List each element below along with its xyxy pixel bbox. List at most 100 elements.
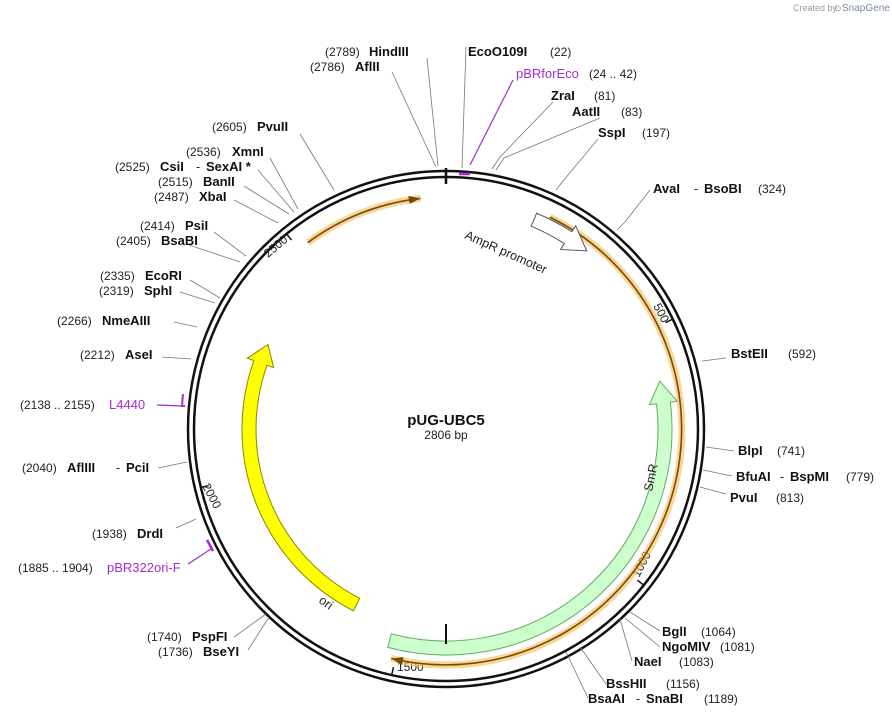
- site-separator: -: [694, 182, 698, 196]
- leader-bsaai: [565, 651, 589, 699]
- site-naei-name[interactable]: NaeI: [634, 654, 661, 669]
- leader-pbr322ori: [187, 548, 212, 565]
- primer-pbr322ori-mark[interactable]: [205, 539, 215, 552]
- leader-banii: [243, 185, 290, 215]
- site-asei-name[interactable]: AseI: [125, 347, 152, 362]
- site-bsshii-name[interactable]: BssHII: [606, 676, 646, 691]
- leader-avai: [616, 189, 651, 231]
- site-sexai-name[interactable]: SexAI *: [206, 159, 252, 174]
- site-avai-name[interactable]: AvaI: [653, 181, 680, 196]
- site-pvui-pos: (813): [776, 491, 804, 505]
- leader-zrai: [491, 101, 554, 170]
- site-ecoo109i-name[interactable]: EcoO109I: [468, 44, 527, 59]
- site-separator: -: [780, 470, 784, 484]
- site-drdi-name[interactable]: DrdI: [137, 526, 163, 541]
- site-bsabi-pos: (2405): [116, 234, 151, 248]
- leader-aatii: [495, 117, 601, 171]
- tick-1500-mark: [390, 667, 395, 676]
- site-zrai-name[interactable]: ZraI: [551, 88, 575, 103]
- feature-ori[interactable]: [241, 343, 361, 612]
- site-zrai-pos: (81): [594, 89, 615, 103]
- primer-l4440-name[interactable]: L4440: [109, 397, 145, 412]
- site-aflii-name[interactable]: AflII: [355, 59, 380, 74]
- site-ngomiv-pos: (1081): [720, 640, 755, 654]
- site-xmni-name[interactable]: XmnI: [232, 144, 264, 159]
- site-drdi-pos: (1938): [92, 527, 127, 541]
- snapgene-logo-icon: ⊙: [834, 3, 842, 13]
- site-sphi-name[interactable]: SphI: [144, 283, 172, 298]
- site-csii-name[interactable]: CsiI: [160, 159, 184, 174]
- site-xbai-pos: (2487): [154, 190, 189, 204]
- plasmid-name: pUG-UBC5: [407, 412, 485, 429]
- site-pvuii-pos: (2605): [212, 120, 247, 134]
- site-xbai-name[interactable]: XbaI: [199, 189, 226, 204]
- site-bseyi-name[interactable]: BseYI: [203, 644, 239, 659]
- site-banii-name[interactable]: BanII: [203, 174, 235, 189]
- site-bsteii-name[interactable]: BstEII: [731, 346, 768, 361]
- orf-arc-left-head: [408, 196, 421, 204]
- feature-smr-label: SmR: [641, 463, 660, 493]
- site-bspmi-name[interactable]: BspMI: [790, 469, 829, 484]
- site-aatii-pos: (83): [621, 105, 642, 119]
- leader-drdi: [175, 518, 197, 529]
- site-aatii-name[interactable]: AatII: [572, 104, 600, 119]
- site-separator: -: [116, 461, 120, 475]
- primer-pbr322ori-range: (1885 .. 1904): [18, 561, 93, 575]
- sites-left: (2789) HindIII (2786) AflII (2605) PvuII…: [18, 44, 409, 659]
- site-bsaai-pos: (1189): [704, 692, 738, 706]
- site-bsshii-pos: (1156): [666, 677, 700, 691]
- site-bsabi-name[interactable]: BsaBI: [161, 233, 198, 248]
- site-csii-pos: (2525): [115, 160, 150, 174]
- leader-afliii: [157, 461, 188, 469]
- site-psii-pos: (2414): [140, 219, 175, 233]
- site-afliii-name[interactable]: AflIII: [67, 460, 95, 475]
- primer-l4440-mark[interactable]: [180, 393, 185, 407]
- site-bfuai-pos: (779): [846, 470, 874, 484]
- site-blpi-name[interactable]: BlpI: [738, 443, 763, 458]
- site-nmeaiii-pos: (2266): [57, 314, 92, 328]
- site-hindiii-name[interactable]: HindIII: [369, 44, 409, 59]
- leader-pvui: [699, 486, 727, 495]
- site-snabi-name[interactable]: SnaBI: [646, 691, 683, 706]
- tick-2500-mark: [285, 233, 293, 241]
- leader-sspi: [555, 138, 599, 191]
- site-nmeaiii-name[interactable]: NmeAIII: [102, 313, 150, 328]
- primer-pbr322ori-name[interactable]: pBR322ori-F: [107, 560, 181, 575]
- orf-arc-left-core: [307, 197, 421, 244]
- site-sspi-name[interactable]: SspI: [598, 125, 625, 140]
- site-ngomiv-name[interactable]: NgoMIV: [662, 639, 711, 654]
- site-pvui-name[interactable]: PvuI: [730, 490, 757, 505]
- site-afliii-pos: (2040): [22, 461, 57, 475]
- leader-l4440: [156, 404, 183, 407]
- leader-pvuii: [299, 133, 335, 191]
- leader-pbrforeco: [469, 79, 514, 166]
- site-pvuii-name[interactable]: PvuII: [257, 119, 288, 134]
- feature-ampr-promoter[interactable]: [530, 212, 588, 252]
- tick-2000-mark: [200, 484, 209, 489]
- site-bsobi-name[interactable]: BsoBI: [704, 181, 742, 196]
- site-pcii-name[interactable]: PciI: [126, 460, 149, 475]
- site-hindiii-pos: (2789): [325, 45, 360, 59]
- leader-pspfi: [233, 613, 267, 638]
- leader-xbai: [233, 199, 279, 224]
- site-bgli-name[interactable]: BglI: [662, 624, 687, 639]
- leader-csii: [257, 169, 295, 213]
- tick-500-mark: [665, 318, 674, 324]
- site-banii-pos: (2515): [158, 175, 193, 189]
- site-pspfi-name[interactable]: PspFI: [192, 629, 227, 644]
- leader-bsteii: [701, 357, 727, 362]
- primer-pbrforeco-name[interactable]: pBRforEco: [516, 66, 579, 81]
- leader-bsshii: [579, 646, 607, 685]
- feature-smr[interactable]: [387, 380, 679, 656]
- leader-nmeaiii: [173, 321, 198, 328]
- leader-bgli: [629, 611, 661, 632]
- site-blpi-pos: (741): [777, 444, 805, 458]
- site-ecori-name[interactable]: EcoRI: [145, 268, 182, 283]
- site-bsteii-pos: (592): [788, 347, 816, 361]
- site-bseyi-pos: (1736): [158, 645, 193, 659]
- site-xmni-pos: (2536): [186, 145, 221, 159]
- leader-xmni: [269, 157, 299, 210]
- site-bsaai-name[interactable]: BsaAI: [588, 691, 625, 706]
- site-bfuai-name[interactable]: BfuAI: [736, 469, 771, 484]
- site-psii-name[interactable]: PsiI: [185, 218, 208, 233]
